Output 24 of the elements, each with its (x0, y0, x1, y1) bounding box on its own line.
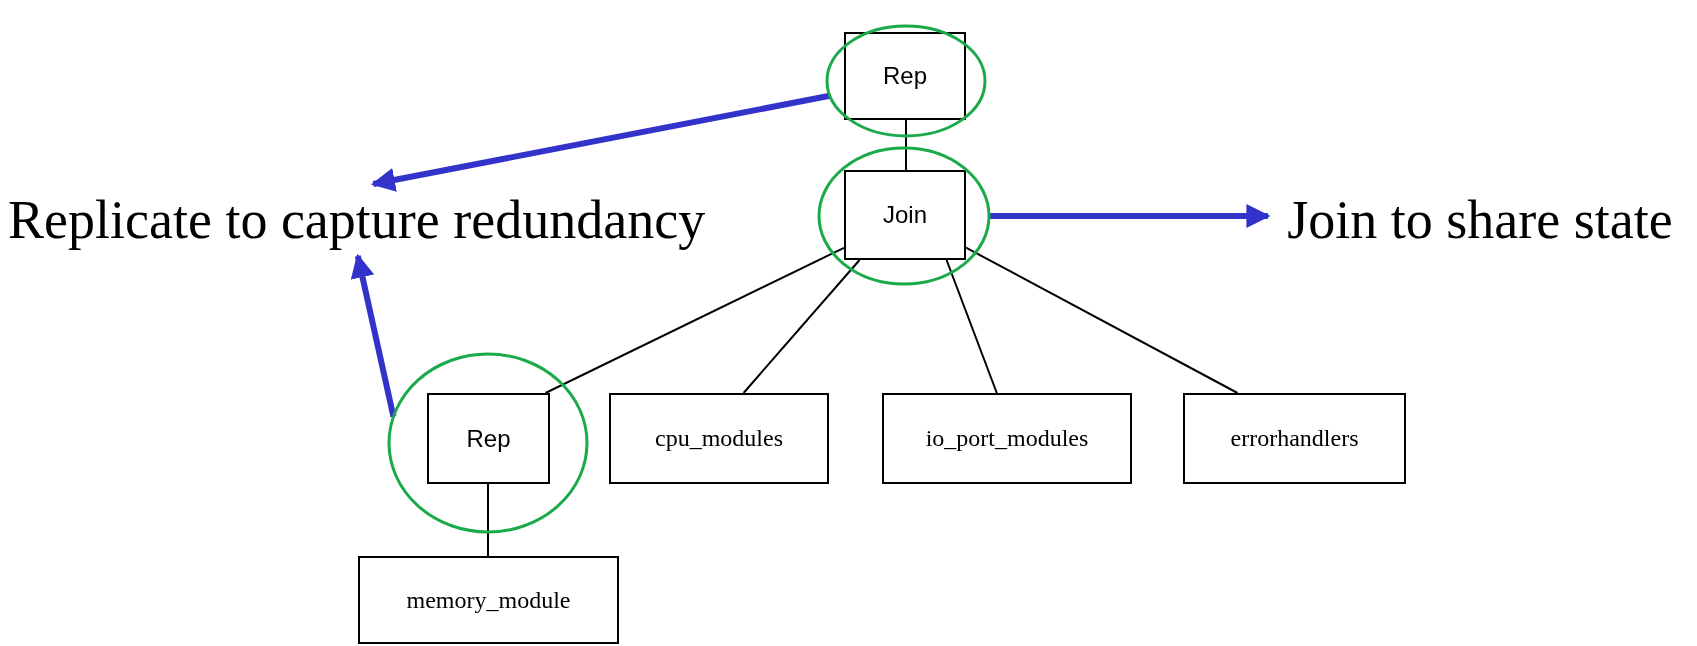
arrow (371, 92, 831, 192)
box-label: Rep (883, 62, 927, 90)
box-label: memory_module (406, 586, 571, 614)
annotation-text: Replicate to capture redundancy (8, 189, 706, 251)
annotation-text: Join to share state (1287, 189, 1673, 251)
box-label: cpu_modules (655, 425, 783, 452)
arrow (989, 204, 1271, 228)
module-box (358, 556, 619, 644)
operator-box (844, 32, 966, 120)
operator-box (844, 170, 966, 260)
connector-line (544, 246, 845, 394)
arrow (350, 253, 397, 418)
connector-line (487, 483, 489, 557)
operator-box (427, 393, 550, 484)
box-label: io_port_modules (925, 425, 1089, 452)
connector-line (945, 259, 998, 394)
box-label: errorhandlers (1230, 425, 1359, 452)
module-box (1183, 393, 1406, 484)
connector-line (965, 246, 1239, 394)
box-label: Rep (466, 424, 511, 453)
connector-line (742, 259, 861, 394)
module-box (609, 393, 829, 484)
box-label: Join (883, 201, 927, 229)
module-box (882, 393, 1132, 484)
